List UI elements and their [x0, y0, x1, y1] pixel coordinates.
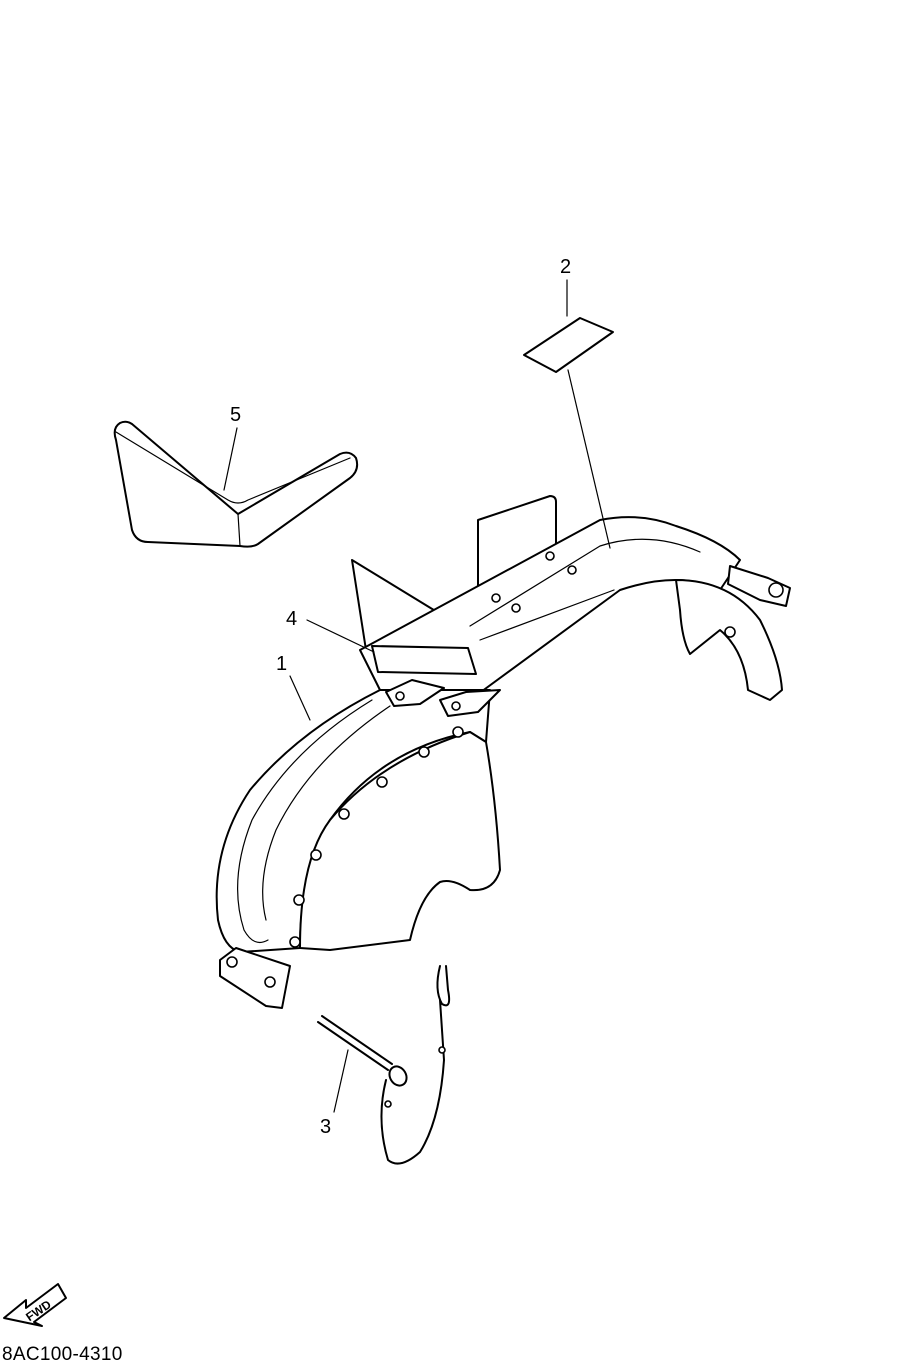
- callout-4: 4: [286, 608, 297, 630]
- part-4-label: [371, 645, 477, 675]
- part-number: 8AC100-4310: [2, 1344, 123, 1365]
- callout-1: 1: [276, 653, 287, 675]
- callout-2: 2: [560, 256, 571, 278]
- part-1-fender: [215, 495, 791, 1009]
- part-5-pad: [113, 420, 359, 548]
- callout-5: 5: [230, 404, 241, 426]
- part-3-pin: [317, 965, 451, 1165]
- part-2-label: [523, 317, 614, 373]
- callout-3: 3: [320, 1116, 331, 1138]
- leader-lines: [223, 279, 611, 1113]
- fwd-arrow-icon: FWD: [3, 1283, 67, 1327]
